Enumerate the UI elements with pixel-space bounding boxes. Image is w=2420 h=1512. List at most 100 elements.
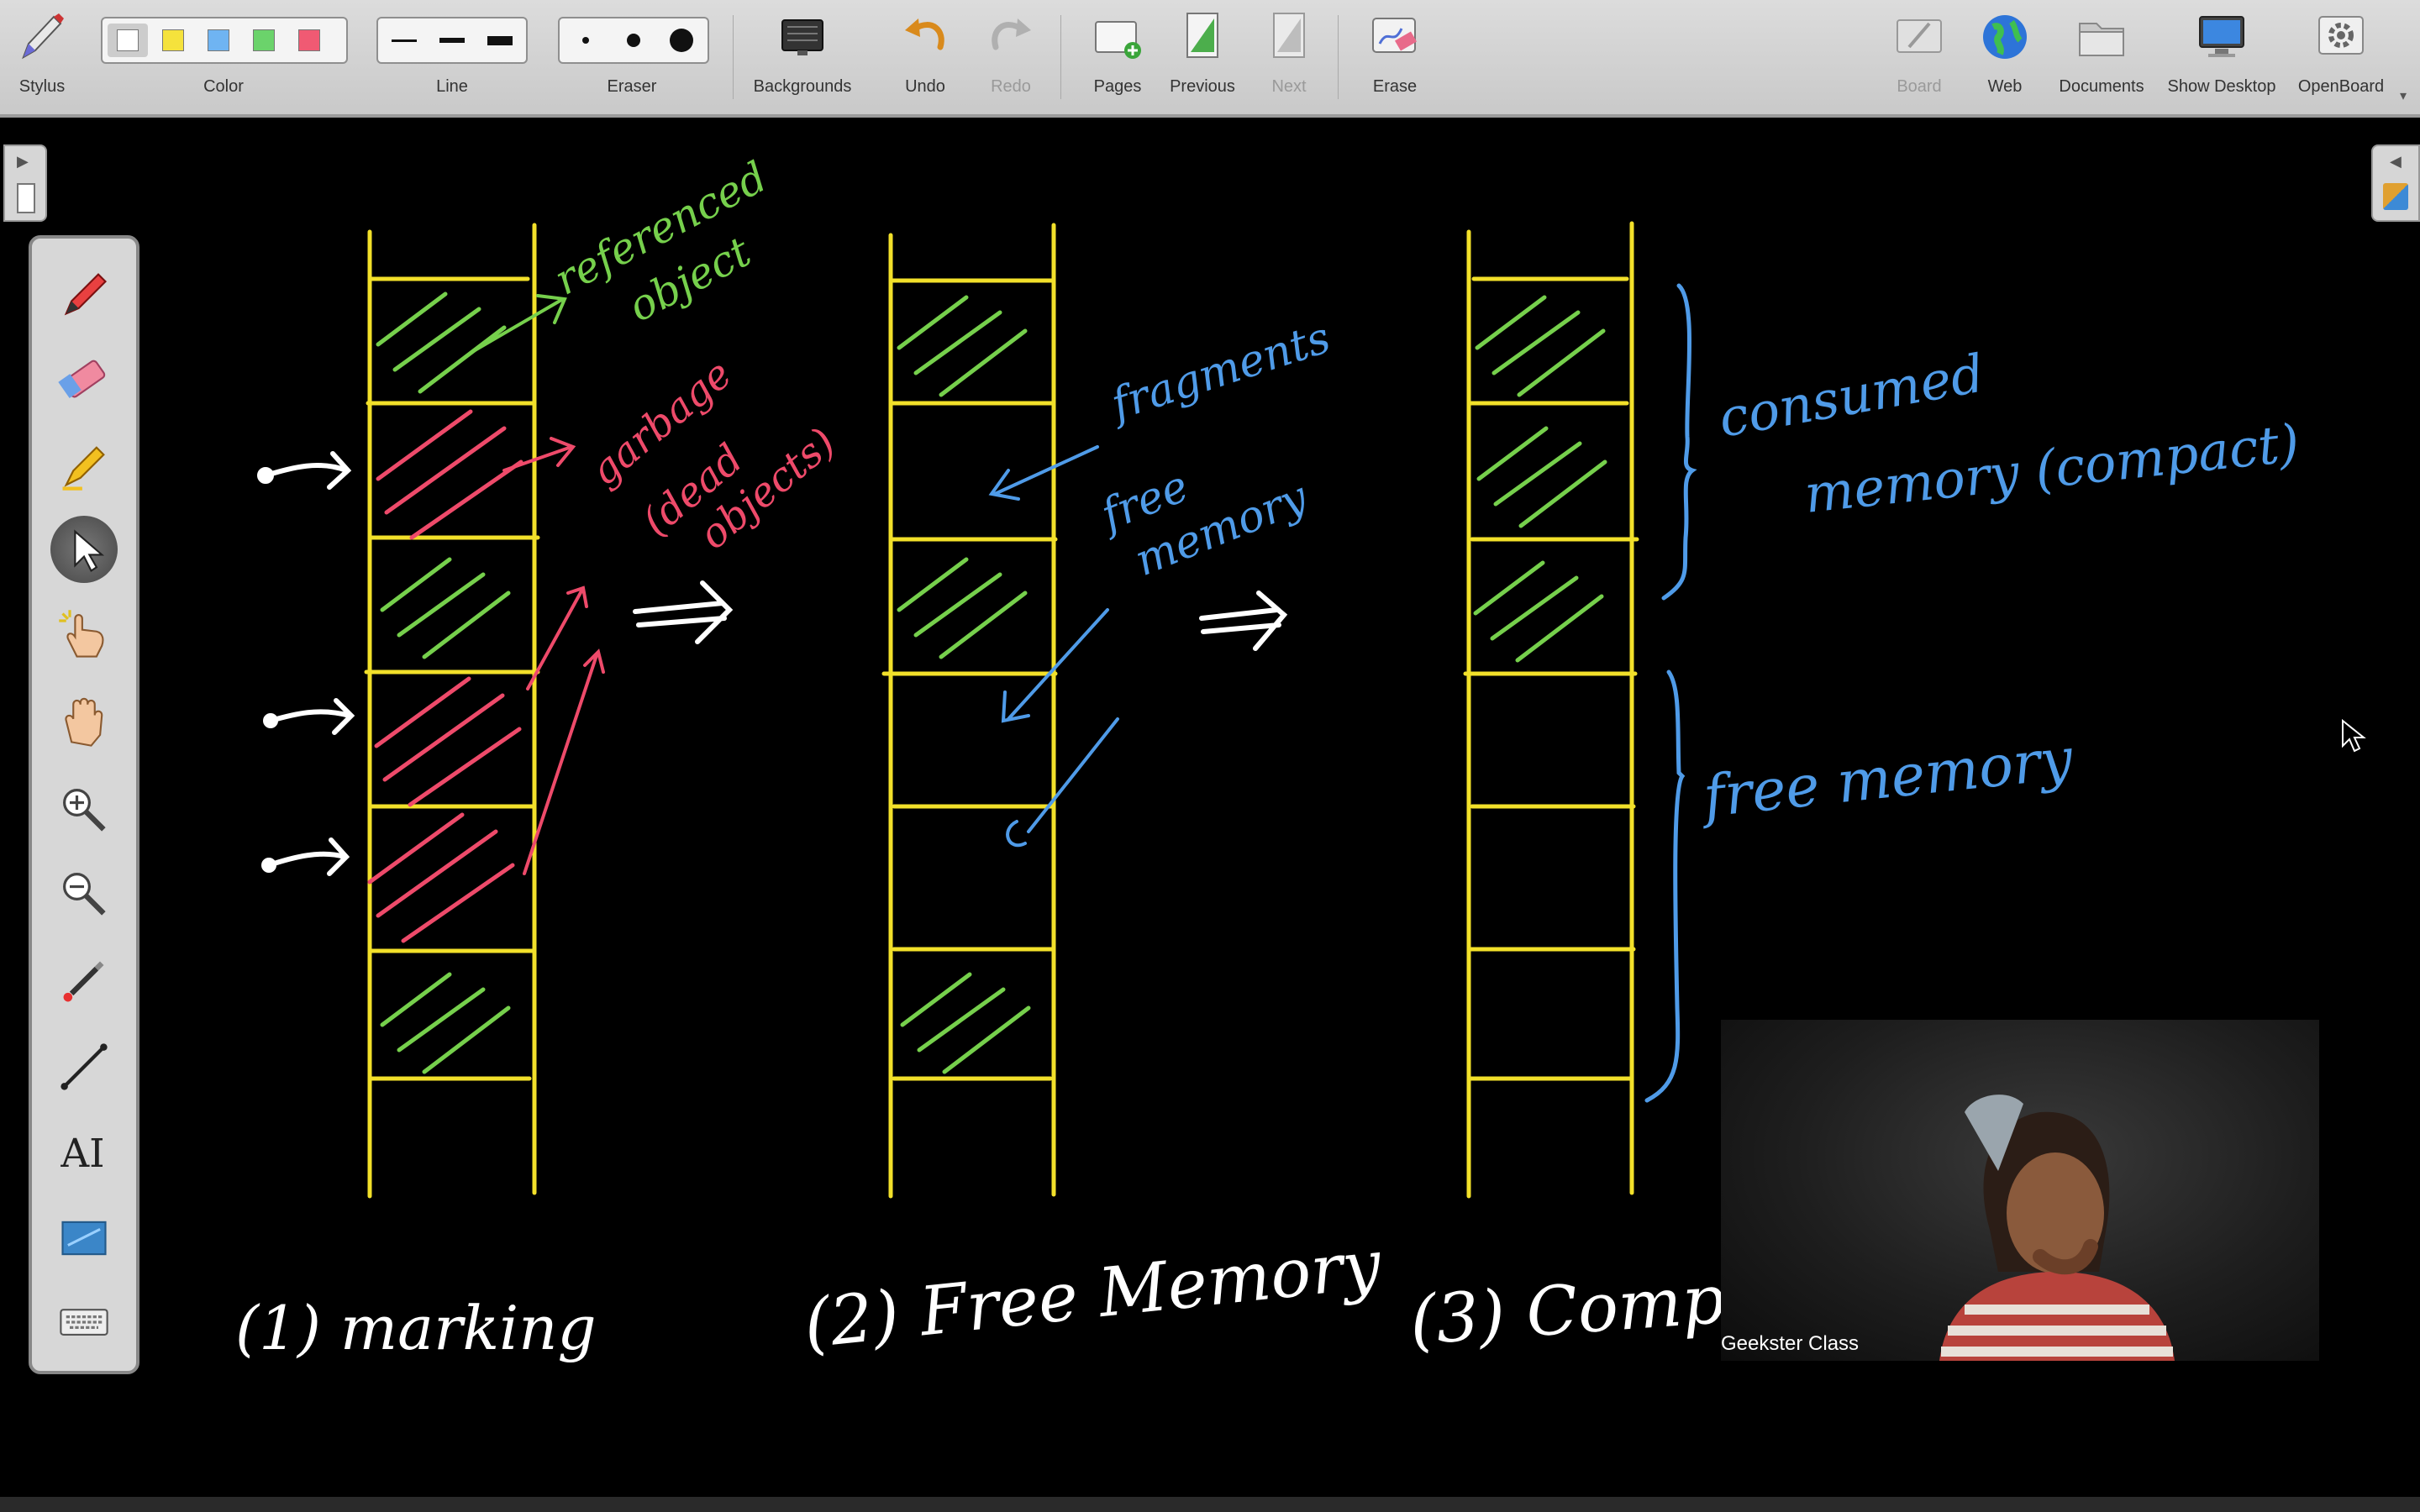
capture-tool-icon[interactable] [50, 1205, 118, 1272]
color-swatch-white[interactable] [108, 24, 148, 57]
dead-object-hatch [376, 679, 519, 805]
previous-page-icon[interactable] [1176, 10, 1229, 64]
next-label: Next [1271, 77, 1307, 96]
board-label: Board [1897, 77, 1942, 96]
marker-tool-icon[interactable] [50, 432, 118, 499]
toolbar-divider [1060, 15, 1061, 99]
line-width-palette [376, 17, 528, 64]
presenter-avatar [1939, 1095, 2175, 1361]
chevron-right-icon: ▶ [17, 153, 29, 170]
laser-pointer-icon[interactable] [50, 948, 118, 1015]
line-medium-option[interactable] [431, 24, 474, 57]
mouse-cursor-icon [2341, 718, 2366, 757]
stylus-label: Stylus [18, 77, 66, 96]
pages-label: Pages [1093, 77, 1142, 96]
documents-folder-icon[interactable] [2075, 10, 2128, 64]
webcam-video [1721, 1020, 2319, 1361]
eraser-large-option[interactable] [660, 24, 702, 57]
right-panel-toggle[interactable]: ◀ [2371, 144, 2420, 222]
line-thin-option[interactable] [383, 24, 426, 57]
documents-label: Documents [2059, 77, 2144, 96]
consumed-memory-brace [1644, 283, 1697, 1103]
zoom-out-icon[interactable] [50, 860, 118, 927]
heap-column-marking [364, 223, 540, 1199]
page-thumbnails-icon [17, 183, 35, 213]
live-object-hatch [899, 297, 1025, 395]
left-panel-toggle[interactable]: ▶ [3, 144, 47, 222]
color-palette [101, 17, 348, 64]
line-thick-option[interactable] [478, 24, 521, 57]
heap-column-free-memory [881, 223, 1058, 1199]
step-caption-marking: (1) marking [235, 1293, 597, 1363]
live-object-hatch [1476, 563, 1602, 660]
annotation-arrows-garbage [502, 437, 605, 875]
annotation-memory-compact: memory (compact) [1802, 412, 2302, 524]
eraser-size-palette [558, 17, 709, 64]
dead-object-hatch [378, 412, 521, 538]
redo-label: Redo [991, 77, 1031, 96]
color-swatch-red[interactable] [289, 24, 329, 57]
live-object-hatch [382, 559, 508, 657]
annotation-consumed: consumed [1714, 343, 1989, 449]
web-label: Web [1987, 77, 2023, 96]
interact-hand-icon[interactable] [50, 601, 118, 669]
eraser-medium-option[interactable] [613, 24, 655, 57]
next-page-icon[interactable] [1262, 10, 1316, 64]
bottom-edge [0, 1497, 2420, 1512]
openboard-label: OpenBoard [2297, 77, 2385, 96]
show-desktop-label: Show Desktop [2167, 77, 2276, 96]
whiteboard-canvas[interactable]: referenced object garbage (dead objects)… [0, 118, 2420, 1495]
eraser-small-option[interactable] [565, 24, 608, 57]
toolbar-divider [733, 15, 734, 99]
annotation-fragments: fragments [1102, 312, 1337, 432]
openboard-settings-icon[interactable] [2314, 10, 2368, 64]
erase-board-icon[interactable] [1368, 10, 1422, 64]
live-object-hatch [902, 974, 1028, 1072]
live-object-hatch [1477, 297, 1603, 395]
redo-icon[interactable] [984, 10, 1038, 64]
webcam-caption: Geekster Class [1721, 1332, 1860, 1355]
tool-palette: AI [29, 235, 139, 1374]
annotation-free-memory: free memory [1697, 726, 2077, 831]
add-page-icon[interactable] [1091, 10, 1144, 64]
show-desktop-monitor-icon[interactable] [2195, 10, 2249, 64]
toolbar-divider [1338, 15, 1339, 99]
live-object-hatch [382, 974, 508, 1072]
keyboard-icon[interactable] [50, 1289, 118, 1356]
color-swatch-yellow[interactable] [153, 24, 193, 57]
color-label: Color [203, 77, 244, 96]
library-icon [2383, 183, 2408, 210]
text-tool-icon[interactable]: AI [50, 1119, 118, 1186]
zoom-in-icon[interactable] [50, 776, 118, 843]
eraser-tool-icon[interactable] [50, 344, 118, 412]
undo-icon[interactable] [898, 10, 952, 64]
svg-text:AI: AI [60, 1131, 104, 1177]
selector-arrow-icon[interactable] [50, 516, 118, 583]
previous-label: Previous [1170, 77, 1235, 96]
pen-tool-icon[interactable] [50, 260, 118, 328]
stylus-icon[interactable] [15, 10, 69, 64]
backgrounds-label: Backgrounds [753, 77, 852, 96]
live-object-hatch [1479, 428, 1605, 526]
dead-object-hatch [370, 815, 513, 941]
free-fragment-arrows [988, 445, 1119, 848]
line-label: Line [436, 77, 468, 96]
heap-column-compaction [1463, 221, 1639, 1199]
annotation-arrow-referenced [469, 294, 567, 354]
stage-transition-arrow [633, 580, 1288, 651]
toolbar: Stylus Color Line Eraser Backgrounds Und… [0, 0, 2420, 118]
backgrounds-icon[interactable] [776, 10, 829, 64]
color-swatch-blue[interactable] [198, 24, 239, 57]
undo-label: Undo [905, 77, 945, 96]
step-caption-free-memory: (2) Free Memory [800, 1225, 1386, 1363]
web-globe-icon[interactable] [1978, 10, 2032, 64]
chevron-left-icon: ◀ [2390, 153, 2402, 170]
reference-pointer-arrows [257, 451, 355, 876]
chevron-down-icon[interactable]: ▾ [2400, 89, 2407, 103]
live-object-hatch [899, 559, 1025, 657]
erase-label: Erase [1372, 77, 1418, 96]
color-swatch-green[interactable] [244, 24, 284, 57]
line-tool-icon[interactable] [50, 1033, 118, 1100]
board-icon[interactable] [1892, 10, 1946, 64]
pan-hand-icon[interactable] [50, 689, 118, 756]
